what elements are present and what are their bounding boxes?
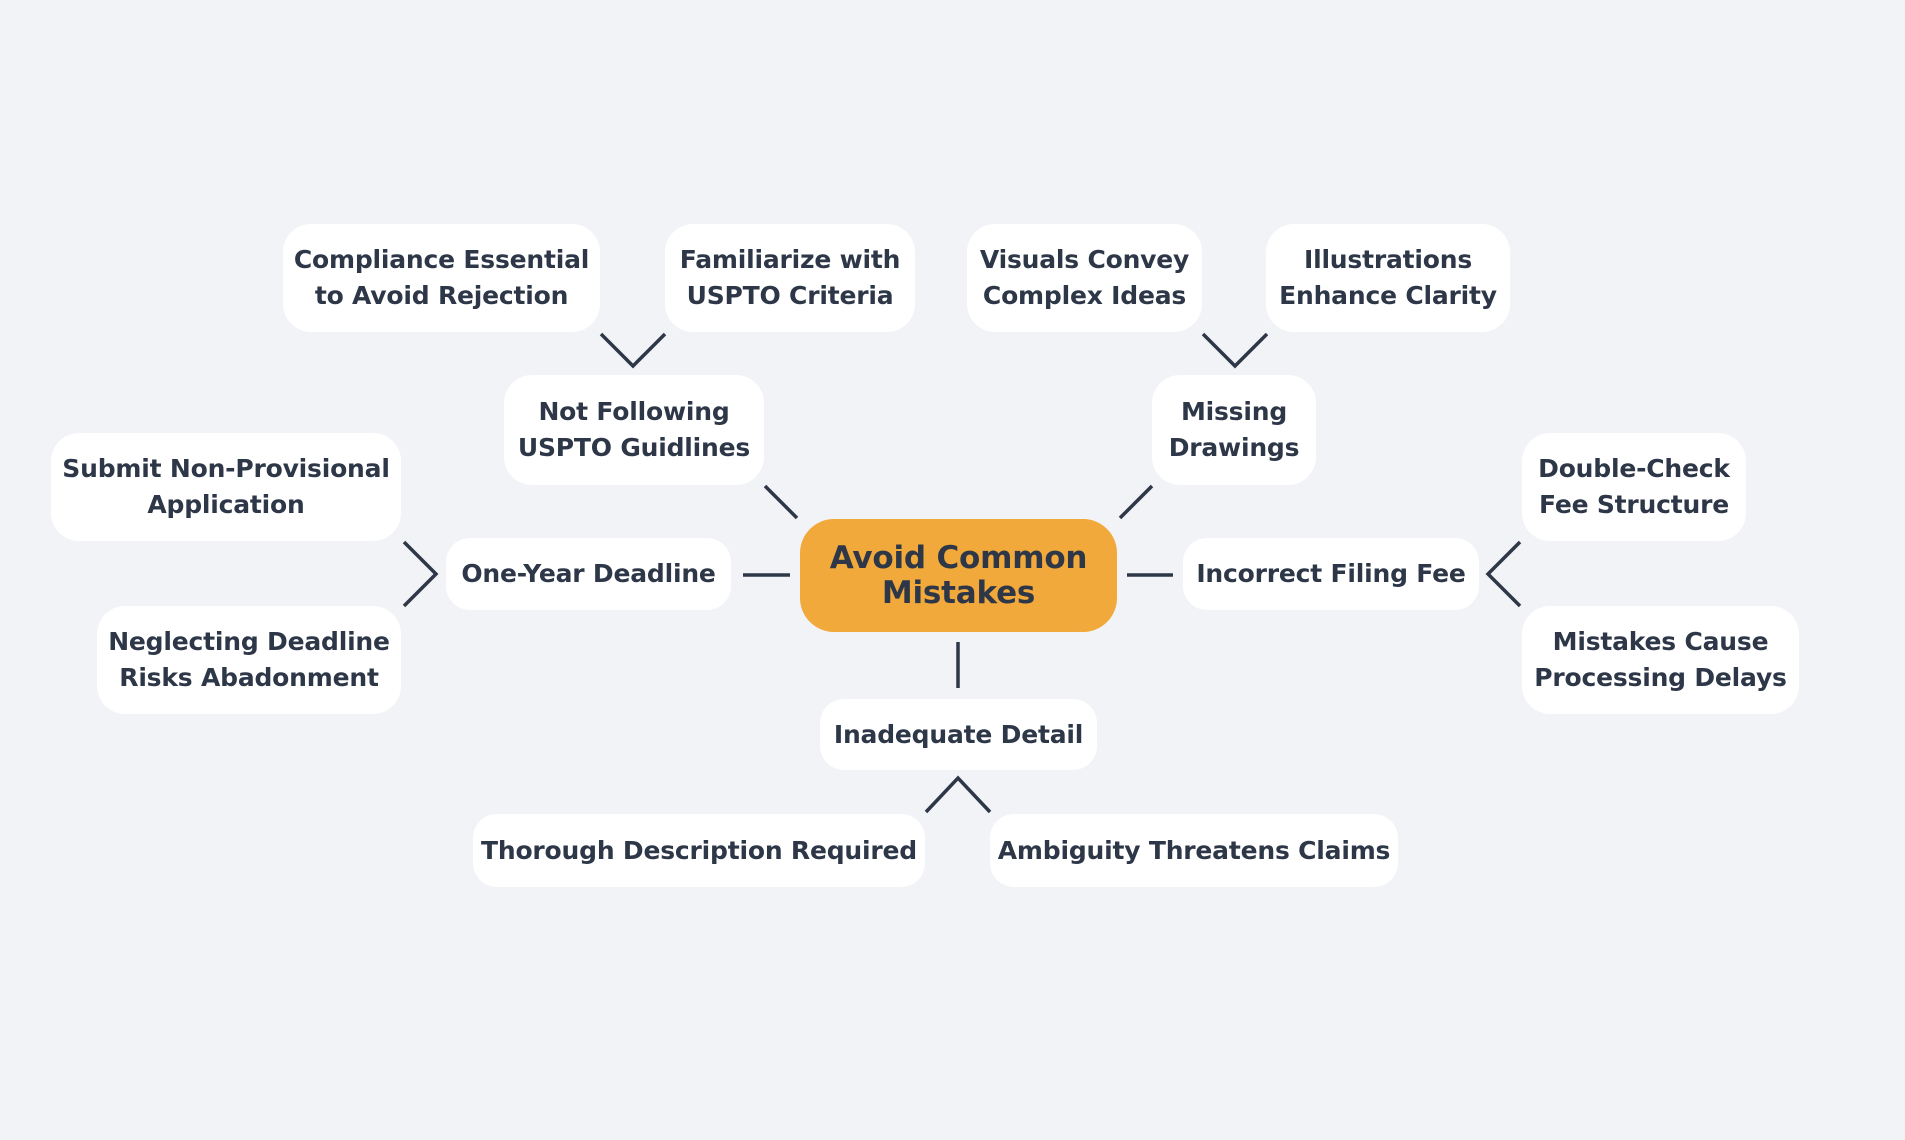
leaf-node-submit-non-provisional[interactable]: Submit Non-Provisional Application xyxy=(51,433,401,541)
edge-not-following-children xyxy=(599,332,667,369)
edge-inadequate-detail-children xyxy=(924,775,992,814)
edge-incorrect-filing-fee-children xyxy=(1485,540,1522,608)
branch-node-not-following[interactable]: Not Following USPTO Guidlines xyxy=(504,375,764,485)
leaf-node-thorough-description[interactable]: Thorough Description Required xyxy=(473,814,925,887)
branch-node-incorrect-filing-fee[interactable]: Incorrect Filing Fee xyxy=(1183,538,1479,610)
leaf-node-processing-delays[interactable]: Mistakes Cause Processing Delays xyxy=(1522,606,1799,714)
leaf-node-visuals-convey[interactable]: Visuals Convey Complex Ideas xyxy=(967,224,1202,332)
edge-missing-drawings-children xyxy=(1201,332,1269,369)
center-node[interactable]: Avoid Common Mistakes xyxy=(800,519,1117,632)
leaf-node-familiarize-criteria[interactable]: Familiarize with USPTO Criteria xyxy=(665,224,915,332)
leaf-node-illustrations-clarity[interactable]: Illustrations Enhance Clarity xyxy=(1266,224,1510,332)
edge-one-year-deadline-children xyxy=(402,540,439,608)
leaf-node-double-check-fee[interactable]: Double-Check Fee Structure xyxy=(1522,433,1746,541)
leaf-node-ambiguity-claims[interactable]: Ambiguity Threatens Claims xyxy=(990,814,1398,887)
edge-center-not-following xyxy=(763,484,799,520)
leaf-node-neglecting-deadline[interactable]: Neglecting Deadline Risks Abadonment xyxy=(97,606,401,714)
edge-center-missing-drawings xyxy=(1118,484,1154,520)
branch-node-missing-drawings[interactable]: Missing Drawings xyxy=(1152,375,1316,485)
branch-node-one-year-deadline[interactable]: One-Year Deadline xyxy=(446,538,731,610)
leaf-node-compliance-essential[interactable]: Compliance Essential to Avoid Rejection xyxy=(283,224,600,332)
branch-node-inadequate-detail[interactable]: Inadequate Detail xyxy=(820,699,1097,770)
